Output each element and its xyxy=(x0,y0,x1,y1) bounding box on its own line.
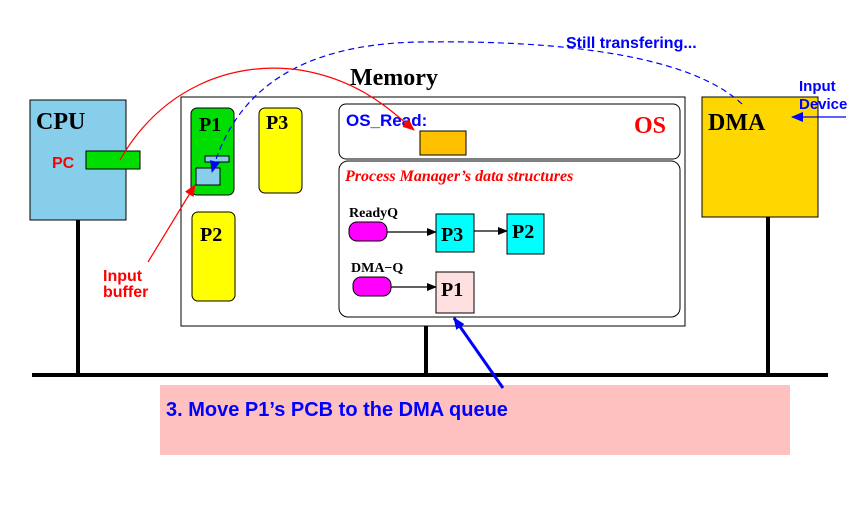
caption-pointer-arrow xyxy=(452,317,505,389)
dmaq-head xyxy=(352,276,392,297)
memory-title: Memory xyxy=(350,65,438,91)
dma-title: DMA xyxy=(708,110,766,136)
process-p2 xyxy=(191,211,236,302)
process-p3 xyxy=(258,107,303,194)
readyq-pcb-p2 xyxy=(506,213,545,255)
dmaq-pcb-p1-label: P1 xyxy=(441,279,463,301)
input-buffer-label-line2: buffer xyxy=(103,284,148,301)
dmaq-label: DMA−Q xyxy=(351,261,403,276)
os-label: OS xyxy=(634,113,666,139)
readyq-pcb-p3-label: P3 xyxy=(441,224,463,246)
p1-input-buffer xyxy=(195,167,221,186)
os-read-label: OS_Read: xyxy=(346,111,427,130)
pc-label: PC xyxy=(52,155,75,172)
caption-text: 3. Move P1’s PCB to the DMA queue xyxy=(166,399,508,421)
readyq-head xyxy=(348,221,388,242)
caption-box xyxy=(160,385,790,455)
readyq-label: ReadyQ xyxy=(349,206,398,221)
input-device-label-line1: Input xyxy=(799,78,836,95)
pc-to-os-read-arrow xyxy=(119,67,415,161)
os-read-box xyxy=(419,130,467,156)
input-buffer-arrow xyxy=(147,184,196,263)
dmaq-pcb-p1 xyxy=(435,271,475,314)
still-transfering-label: Still transfering... xyxy=(566,35,697,52)
readyq-pcb-p3 xyxy=(435,213,475,253)
process-p1-label: P1 xyxy=(199,114,221,136)
input-device-label-line2: Device xyxy=(799,96,847,113)
readyq-pcb-p2-label: P2 xyxy=(512,221,534,243)
process-manager-title: Process Manager’s data structures xyxy=(344,168,573,185)
input-buffer-label-line1: Input xyxy=(103,268,143,285)
cpu-title: CPU xyxy=(36,109,85,135)
process-p2-label: P2 xyxy=(200,224,222,246)
dma-transfer-dashed-arrow xyxy=(210,41,743,173)
pc-register xyxy=(85,150,141,170)
process-p3-label: P3 xyxy=(266,112,288,134)
